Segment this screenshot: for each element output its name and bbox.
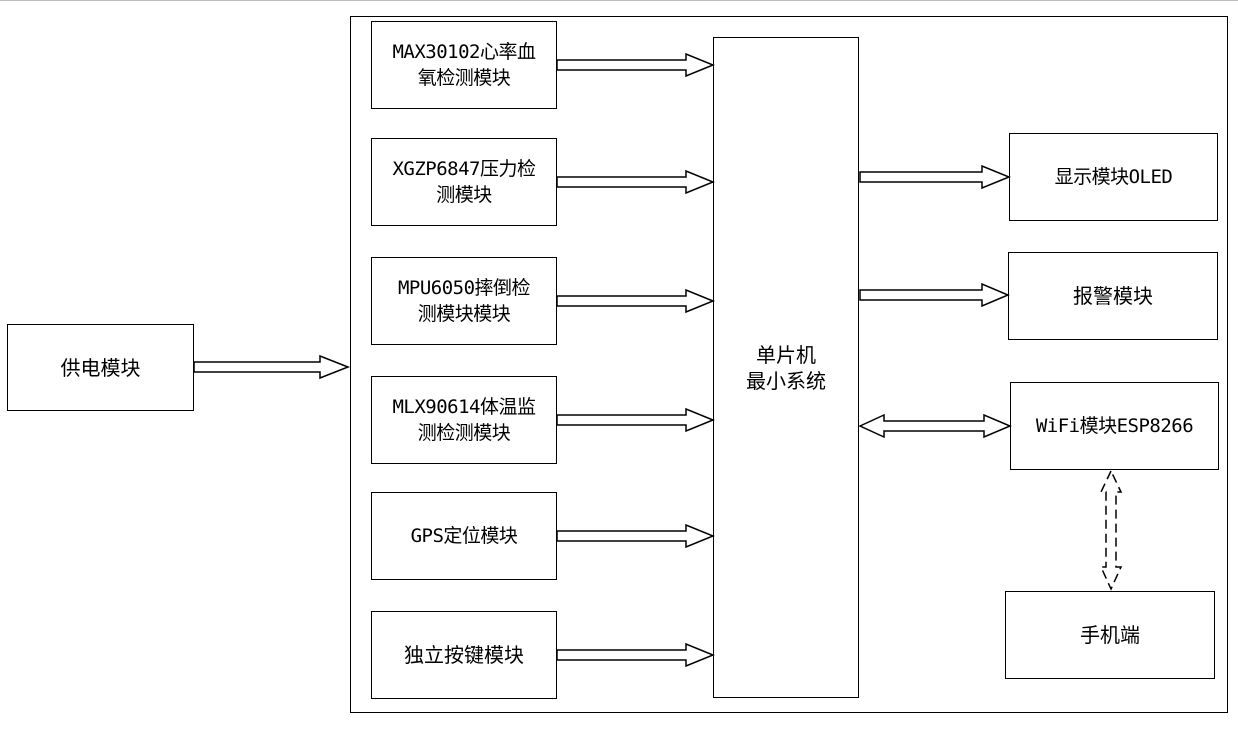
fall-detection-module-box: MPU6050摔倒检 测模块模块 bbox=[371, 257, 557, 345]
wifi-module-box: WiFi模块ESP8266 bbox=[1010, 382, 1219, 470]
arrow-fall-to-mcu bbox=[556, 288, 715, 314]
wifi-label: WiFi模块ESP8266 bbox=[1035, 415, 1194, 437]
arrow-mcu-to-alarm bbox=[859, 282, 1010, 308]
arrow-temperature-to-mcu bbox=[556, 407, 715, 433]
arrow-heart-rate-to-mcu bbox=[556, 52, 715, 78]
system-boundary bbox=[350, 16, 1228, 713]
arrow-button-to-mcu bbox=[556, 642, 715, 668]
button-module-box: 独立按键模块 bbox=[371, 611, 557, 699]
temperature-module-box: MLX90614体温监 测检测模块 bbox=[371, 376, 557, 464]
arrow-power-to-system bbox=[193, 354, 351, 380]
fall-detection-label-line1: MPU6050摔倒检 bbox=[397, 277, 531, 299]
button-module-label: 独立按键模块 bbox=[404, 643, 524, 667]
power-module-label: 供电模块 bbox=[60, 355, 141, 380]
oled-display-label: 显示模块OLED bbox=[1054, 166, 1173, 188]
fall-detection-label-line2: 测模块模块 bbox=[417, 303, 511, 325]
pressure-module-box: XGZP6847压力检 测模块 bbox=[371, 138, 557, 226]
arrow-mcu-wifi-bidirectional bbox=[858, 413, 1012, 439]
pressure-label-line1: XGZP6847压力检 bbox=[392, 158, 536, 180]
phone-label: 手机端 bbox=[1080, 623, 1140, 647]
mcu-label-line2: 最小系统 bbox=[746, 368, 826, 393]
phone-box: 手机端 bbox=[1005, 591, 1215, 679]
gps-module-box: GPS定位模块 bbox=[371, 492, 557, 580]
window-top-border bbox=[0, 0, 1238, 1]
arrow-mcu-to-oled bbox=[859, 164, 1011, 190]
temperature-label-line2: 测检测模块 bbox=[417, 422, 511, 444]
gps-label: GPS定位模块 bbox=[410, 525, 518, 547]
temperature-label-line1: MLX90614体温监 bbox=[392, 396, 536, 418]
mcu-box: 单片机 最小系统 bbox=[713, 37, 859, 698]
heart-rate-oxygen-label-line1: MAX30102心率血 bbox=[392, 41, 536, 63]
mcu-label-line1: 单片机 bbox=[756, 342, 816, 367]
oled-display-module-box: 显示模块OLED bbox=[1009, 133, 1218, 221]
arrow-wifi-phone-wireless bbox=[1099, 469, 1123, 591]
alarm-label: 报警模块 bbox=[1073, 284, 1153, 308]
alarm-module-box: 报警模块 bbox=[1008, 252, 1218, 340]
heart-rate-oxygen-label-line2: 氧检测模块 bbox=[417, 67, 511, 89]
arrow-gps-to-mcu bbox=[556, 523, 715, 549]
pressure-label-line2: 测模块 bbox=[436, 184, 492, 206]
arrow-pressure-to-mcu bbox=[556, 169, 715, 195]
